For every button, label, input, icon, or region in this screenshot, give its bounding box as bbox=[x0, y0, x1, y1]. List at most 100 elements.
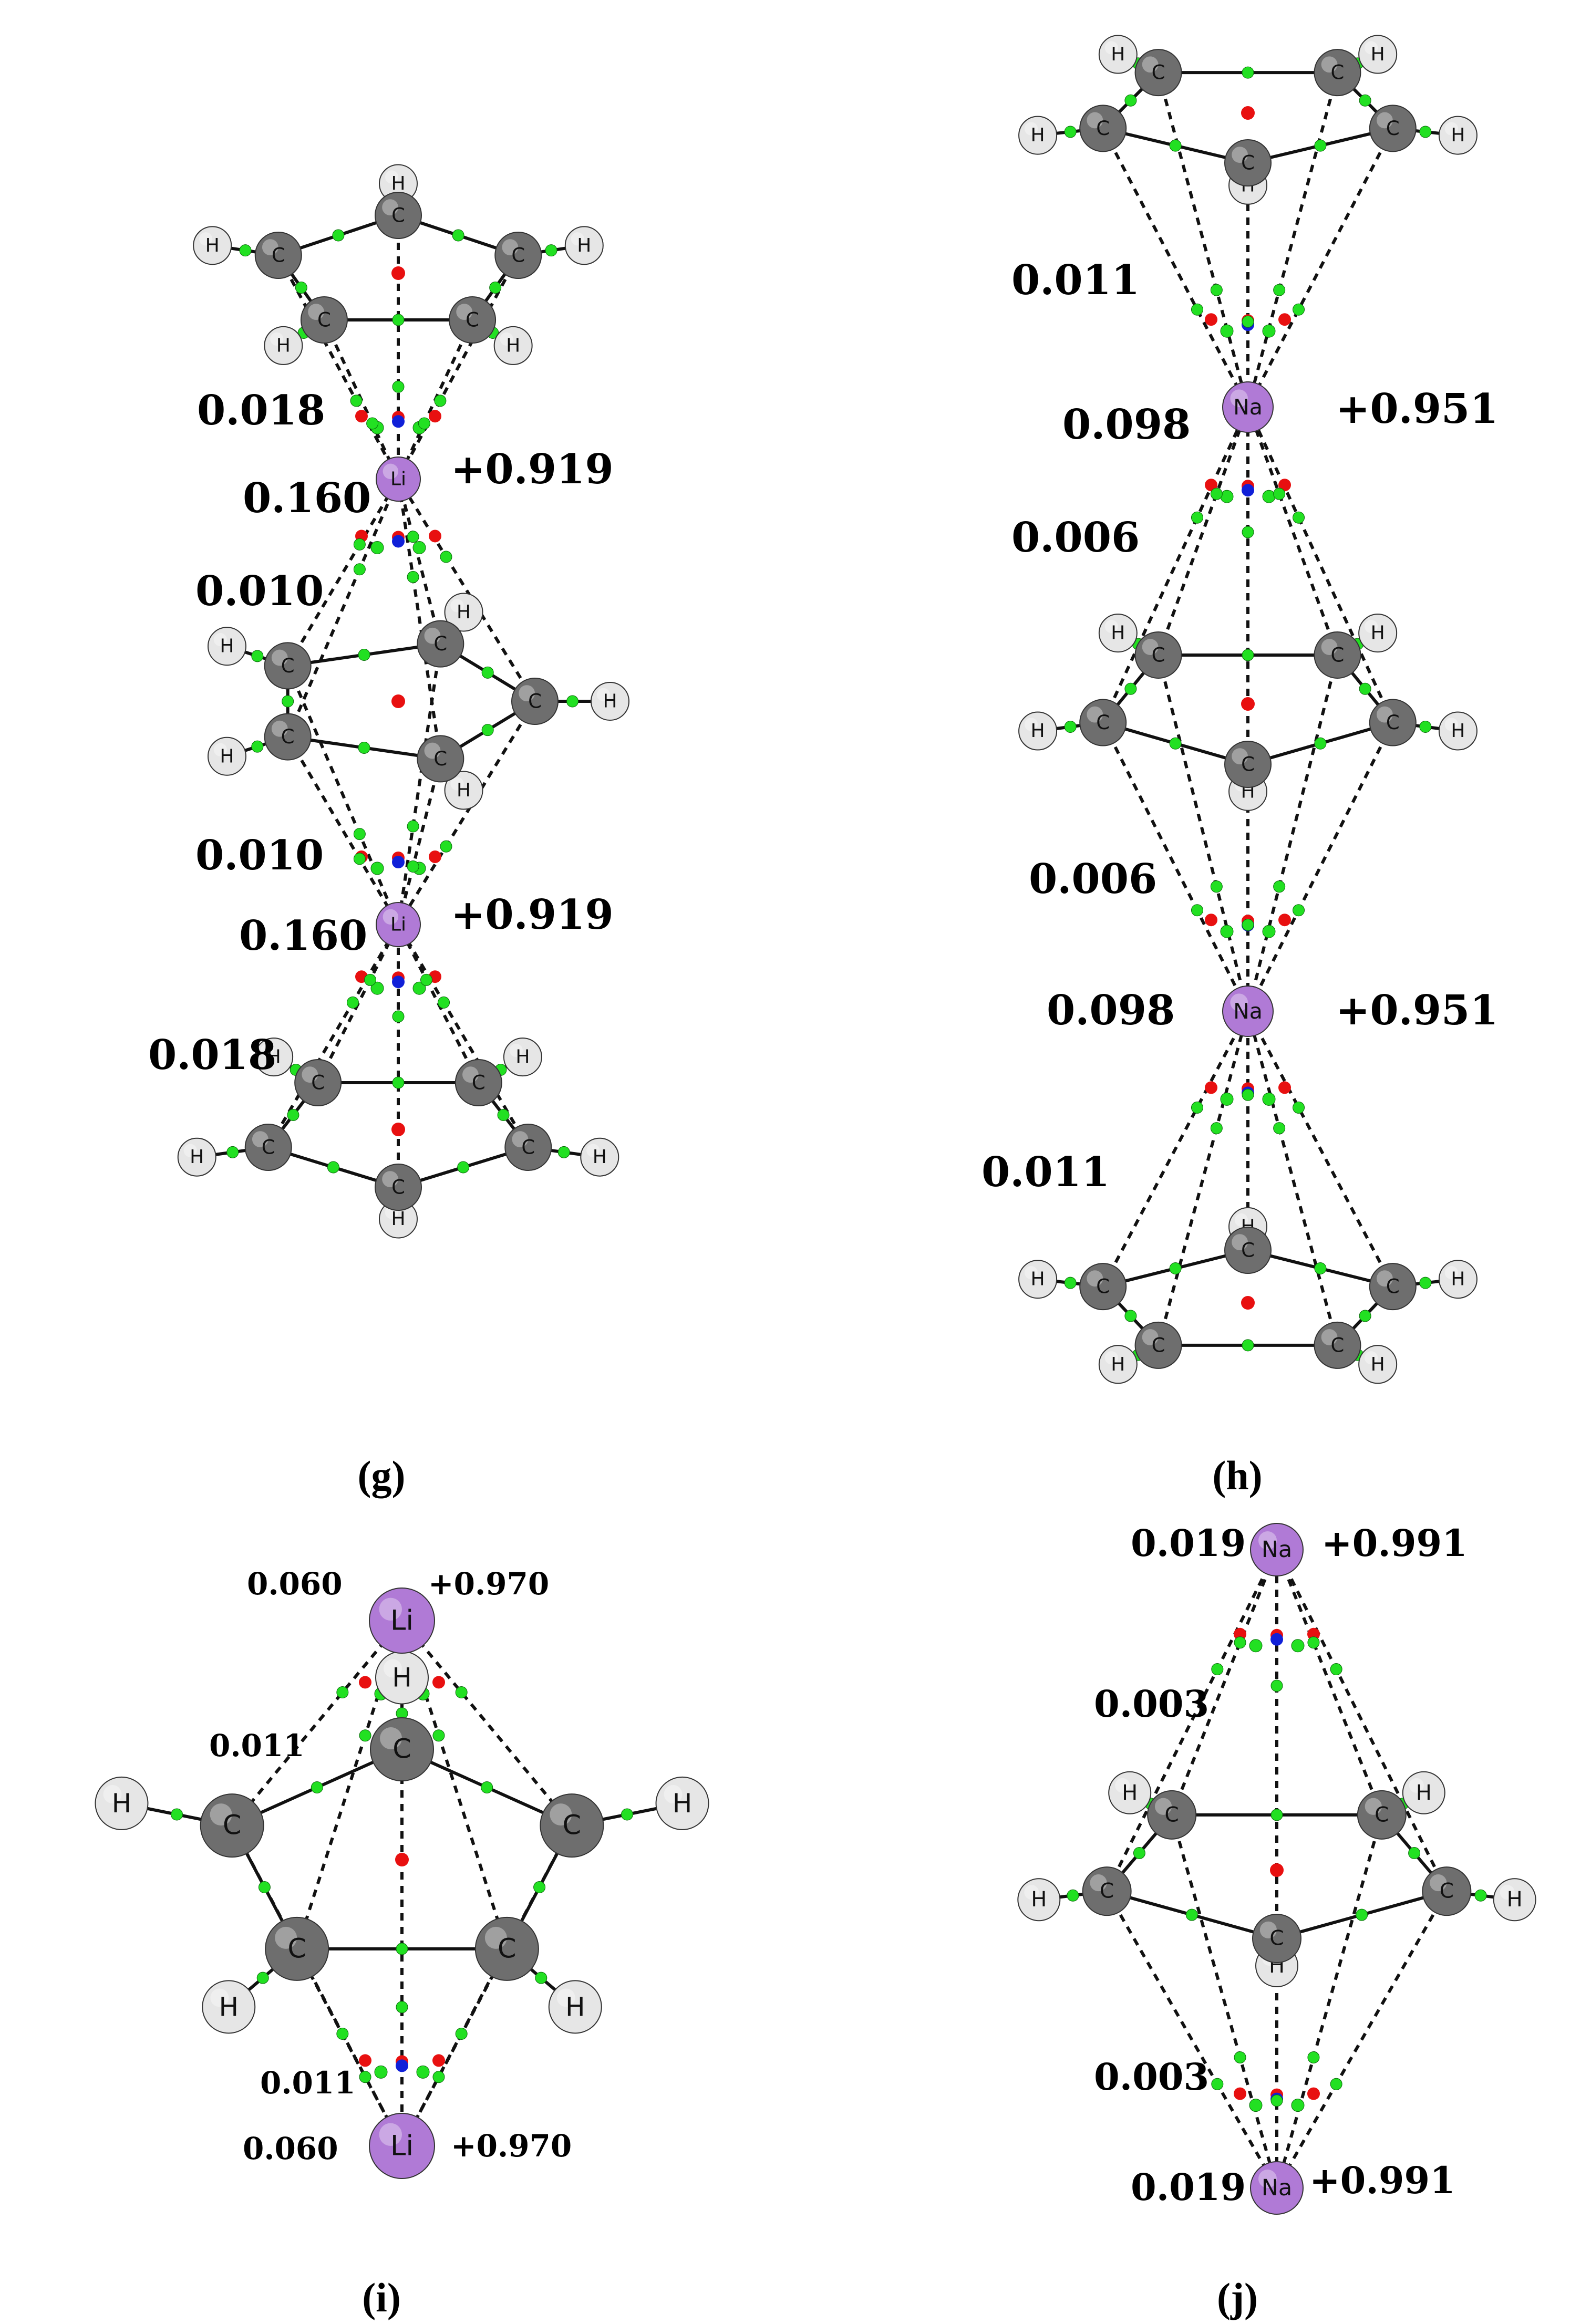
atom-symbol: C bbox=[511, 244, 525, 267]
atom-symbol: H bbox=[1416, 1781, 1432, 1805]
atom-symbol: H bbox=[515, 1046, 530, 1068]
ring-critical-point bbox=[391, 266, 405, 280]
atom-symbol: C bbox=[1331, 1334, 1345, 1356]
critical-point bbox=[1278, 914, 1291, 927]
bond-critical-point bbox=[256, 1972, 269, 1984]
bond-critical-point bbox=[455, 1686, 468, 1699]
carbon-atom: C bbox=[300, 296, 348, 344]
hydrogen-atom: H bbox=[177, 1137, 216, 1177]
atom-symbol: H bbox=[1031, 1269, 1045, 1290]
hydrogen-atom: H bbox=[375, 1651, 429, 1705]
carbon-atom: C bbox=[1224, 741, 1272, 788]
critical-point bbox=[1291, 1639, 1305, 1653]
critical-point bbox=[416, 2065, 430, 2079]
atom-symbol: H bbox=[565, 1991, 585, 2022]
panel-g-metal1-charge: +0.919 bbox=[451, 445, 614, 493]
atom-symbol: H bbox=[593, 1146, 607, 1168]
atom-symbol: C bbox=[1386, 117, 1400, 140]
panel-j-metal1-charge: +0.991 bbox=[1321, 1521, 1468, 1565]
bond-critical-point bbox=[1210, 284, 1223, 296]
bond-critical-point bbox=[226, 1146, 239, 1158]
carbon-atom: C bbox=[1314, 1321, 1361, 1369]
bond-critical-point bbox=[1169, 1262, 1182, 1275]
bond-critical-point bbox=[1359, 94, 1371, 107]
bond-critical-point bbox=[1242, 919, 1254, 931]
hydrogen-atom: H bbox=[1098, 1345, 1138, 1384]
hydrogen-atom: H bbox=[379, 1199, 418, 1239]
atom-symbol: Na bbox=[1262, 1537, 1293, 1563]
interaction-path bbox=[1246, 406, 1339, 656]
bond-critical-point bbox=[1307, 2051, 1320, 2063]
bond-critical-point bbox=[1169, 737, 1182, 750]
bond-critical-point bbox=[1419, 126, 1432, 138]
bond-critical-point bbox=[1356, 1908, 1368, 1921]
cage-critical-point bbox=[392, 976, 405, 989]
bond-critical-point bbox=[1210, 1122, 1223, 1135]
bond-critical-point bbox=[392, 380, 405, 393]
atom-symbol: C bbox=[1241, 753, 1255, 776]
interaction-path bbox=[400, 1948, 509, 2147]
bond-critical-point bbox=[1419, 1277, 1432, 1289]
panel-h-metal2-bond-value: 0.098 bbox=[1047, 987, 1175, 1034]
critical-point bbox=[1278, 1081, 1291, 1094]
interaction-path bbox=[1275, 1890, 1448, 2189]
hydrogen-atom: H bbox=[1438, 711, 1478, 751]
critical-point bbox=[429, 850, 441, 863]
bond-critical-point bbox=[1307, 1636, 1320, 1649]
bond-critical-point bbox=[566, 695, 578, 708]
atom-symbol: Na bbox=[1233, 999, 1263, 1024]
bond-critical-point bbox=[1242, 66, 1254, 79]
atom-symbol: C bbox=[472, 1072, 485, 1094]
bond-critical-point bbox=[545, 244, 557, 257]
atom-symbol: C bbox=[287, 1933, 306, 1964]
panel-h-caption: (h) bbox=[1212, 1452, 1262, 1498]
atom-symbol: C bbox=[563, 1810, 582, 1841]
atom-symbol: C bbox=[1165, 1803, 1179, 1827]
bond-critical-point bbox=[366, 417, 379, 430]
atom-symbol: H bbox=[1111, 622, 1125, 644]
panel-h: HHHHHCCCCCHHHHHCCCCCHHHHHCCCCCNaNa 0.011… bbox=[982, 35, 1499, 1498]
interaction-path bbox=[286, 478, 400, 738]
bond-critical-point bbox=[1242, 1088, 1254, 1101]
ring-critical-point bbox=[395, 1853, 409, 1866]
cage-critical-point bbox=[1242, 484, 1254, 497]
bond-critical-point bbox=[295, 282, 307, 294]
bond-critical-point bbox=[1270, 1809, 1283, 1821]
carbon-atom: C bbox=[294, 1059, 342, 1107]
cage-critical-point bbox=[392, 415, 405, 428]
bond-critical-point bbox=[452, 229, 464, 242]
bond-critical-point bbox=[1169, 139, 1182, 152]
panel-h-top-ring-value: 0.011 bbox=[1011, 256, 1140, 304]
bond-critical-point bbox=[396, 1943, 408, 1955]
ring-critical-point bbox=[1270, 1863, 1284, 1877]
bond-critical-point bbox=[1293, 904, 1305, 917]
carbon-atom: C bbox=[1357, 1790, 1407, 1840]
hydrogen-atom: H bbox=[1018, 1260, 1058, 1299]
interaction-path bbox=[1275, 1814, 1383, 2188]
bond-critical-point bbox=[1211, 2078, 1224, 2090]
panel-i-metal2-charge: +0.970 bbox=[451, 2128, 572, 2164]
ring-critical-point bbox=[391, 694, 405, 708]
bond-critical-point bbox=[353, 538, 366, 551]
bond-critical-point bbox=[258, 1881, 271, 1893]
bond-critical-point bbox=[1064, 1277, 1077, 1289]
bond-critical-point bbox=[251, 740, 264, 753]
bond-critical-point bbox=[1067, 1889, 1079, 1902]
ring-critical-point bbox=[1241, 106, 1255, 120]
critical-point bbox=[1249, 1639, 1263, 1653]
bond-critical-point bbox=[481, 724, 494, 736]
bond-critical-point bbox=[1124, 1310, 1137, 1322]
hydrogen-atom: H bbox=[193, 226, 232, 265]
critical-point bbox=[1262, 490, 1276, 503]
bond-critical-point bbox=[1314, 1262, 1327, 1275]
carbon-atom: C bbox=[265, 1916, 329, 1981]
bond-critical-point bbox=[1124, 94, 1137, 107]
atom-symbol: C bbox=[1386, 711, 1400, 734]
hydrogen-atom: H bbox=[207, 627, 246, 666]
interaction-path bbox=[1106, 1890, 1278, 2189]
atom-symbol: C bbox=[272, 244, 285, 267]
interaction-path bbox=[1246, 655, 1339, 1012]
bond-critical-point bbox=[432, 1729, 445, 1742]
